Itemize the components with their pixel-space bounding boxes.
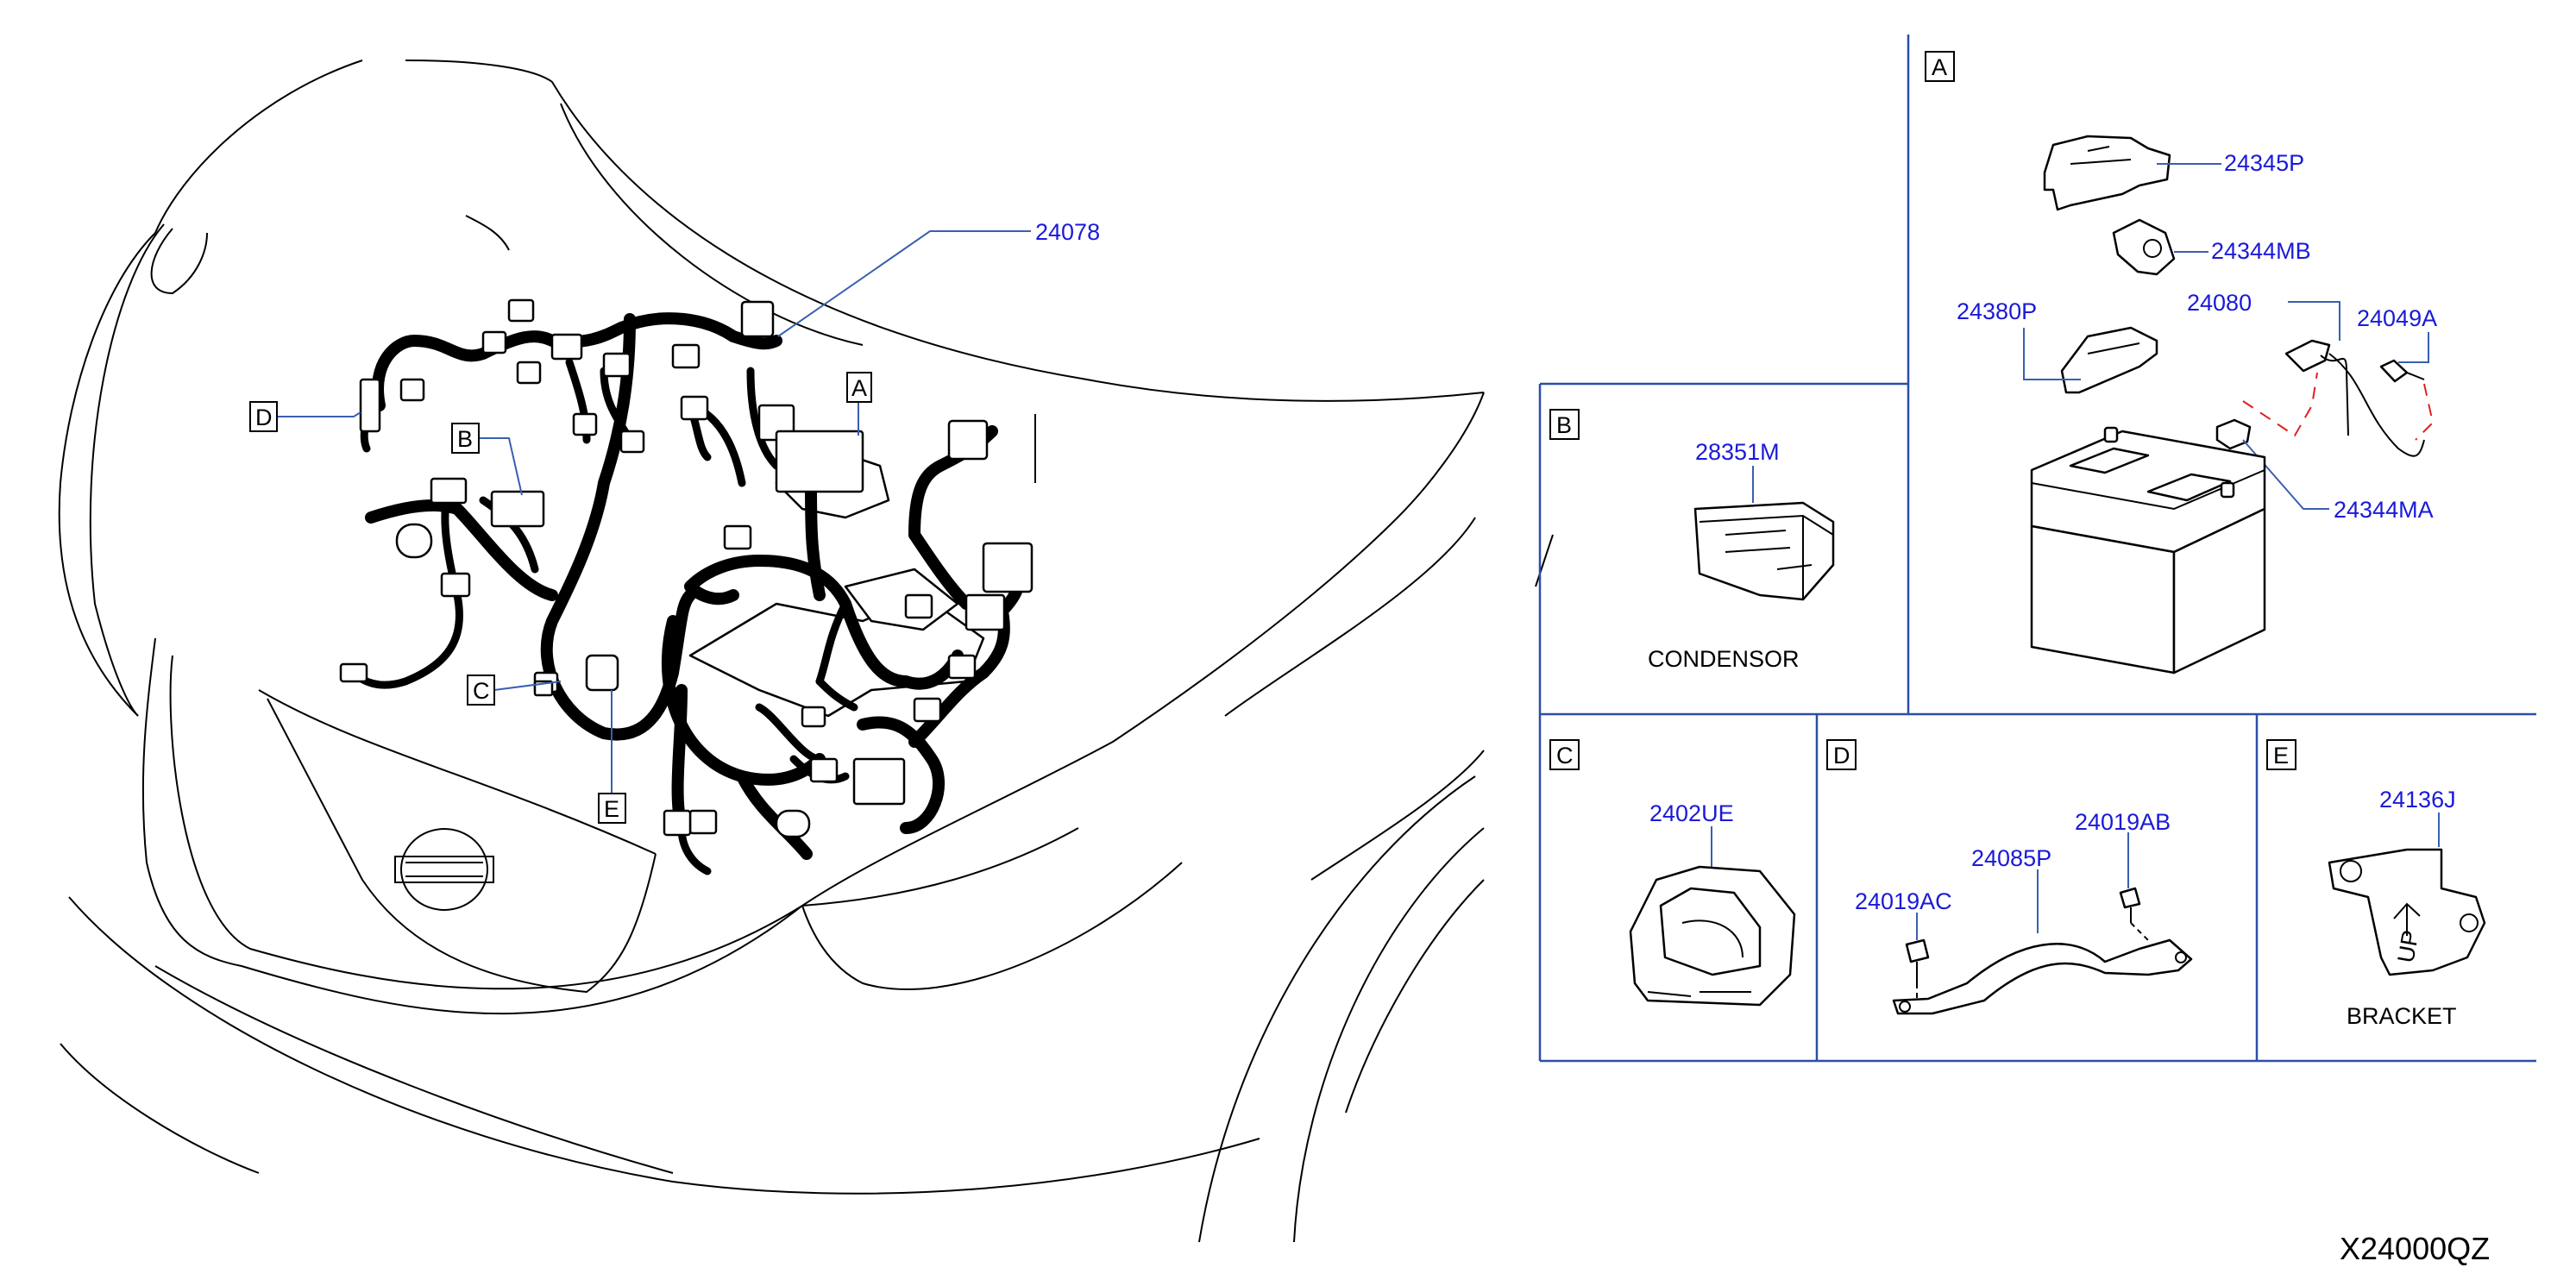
callout-B: B bbox=[451, 423, 523, 496]
section-tag-C: C bbox=[1556, 743, 1574, 769]
section-D: D 24019AB 24085P 24019AC bbox=[1826, 739, 2193, 1015]
section-A: A 24345P 24344MB 24380P 24080 24049A bbox=[1925, 51, 2437, 675]
callout-tag-A: A bbox=[851, 375, 867, 401]
part-label-24019AC: 24019AC bbox=[1855, 888, 1952, 914]
section-B: B 28351M CONDENSOR bbox=[1549, 409, 1835, 672]
part-label-24019AB: 24019AB bbox=[2075, 809, 2171, 835]
part-label-24380P: 24380P bbox=[1957, 298, 2037, 324]
part-label-24344MA: 24344MA bbox=[2334, 497, 2434, 523]
ground-cable-part bbox=[1892, 887, 2193, 1015]
part-label-24049A: 24049A bbox=[2357, 305, 2437, 331]
svg-text:UP: UP bbox=[2393, 928, 2424, 964]
part-label-24085P: 24085P bbox=[1971, 845, 2051, 871]
part-label-24345P: 24345P bbox=[2224, 150, 2304, 176]
callout-24078: 24078 bbox=[777, 219, 1100, 337]
callout-tag-E: E bbox=[604, 796, 619, 822]
callout-tag-C: C bbox=[473, 678, 490, 704]
section-tag-D: D bbox=[1833, 743, 1850, 769]
drawing-number: X24000QZ bbox=[2340, 1231, 2490, 1266]
callout-C: C bbox=[467, 675, 562, 706]
bracket-part: UP bbox=[2328, 848, 2486, 976]
engine-room-harness bbox=[339, 298, 1034, 875]
part-label-2402UE: 2402UE bbox=[1649, 800, 1734, 826]
connector-cover-part bbox=[1629, 865, 1796, 1007]
battery bbox=[2030, 426, 2266, 675]
detail-frames bbox=[1538, 35, 2536, 1063]
part-label-24344MB: 24344MB bbox=[2211, 238, 2311, 264]
part-label-24078: 24078 bbox=[1035, 219, 1100, 245]
section-tag-A: A bbox=[1932, 54, 1947, 80]
condensor-name: CONDENSOR bbox=[1648, 646, 1800, 672]
section-C: C 2402UE bbox=[1549, 739, 1796, 1007]
callout-tag-B: B bbox=[457, 426, 473, 452]
condensor-part bbox=[1693, 501, 1835, 601]
part-label-24136J: 24136J bbox=[2379, 787, 2456, 813]
section-tag-B: B bbox=[1556, 412, 1572, 438]
fuse-holder bbox=[2060, 326, 2158, 394]
callout-E: E bbox=[598, 690, 626, 824]
section-E: E 24136J UP BRACKET bbox=[2266, 739, 2486, 1029]
bracket-name: BRACKET bbox=[2347, 1003, 2457, 1029]
battery-terminal-negative bbox=[2215, 418, 2252, 450]
battery-terminal-cover bbox=[2043, 135, 2171, 211]
section-tag-E: E bbox=[2273, 743, 2289, 769]
callout-tag-D: D bbox=[255, 405, 273, 430]
callout-A: A bbox=[846, 372, 872, 436]
brand-emblem bbox=[394, 828, 494, 911]
part-label-28351M: 28351M bbox=[1695, 439, 1780, 465]
part-label-24080: 24080 bbox=[2187, 290, 2252, 316]
vehicle-outline bbox=[58, 60, 1554, 1243]
callout-D: D bbox=[249, 401, 361, 432]
